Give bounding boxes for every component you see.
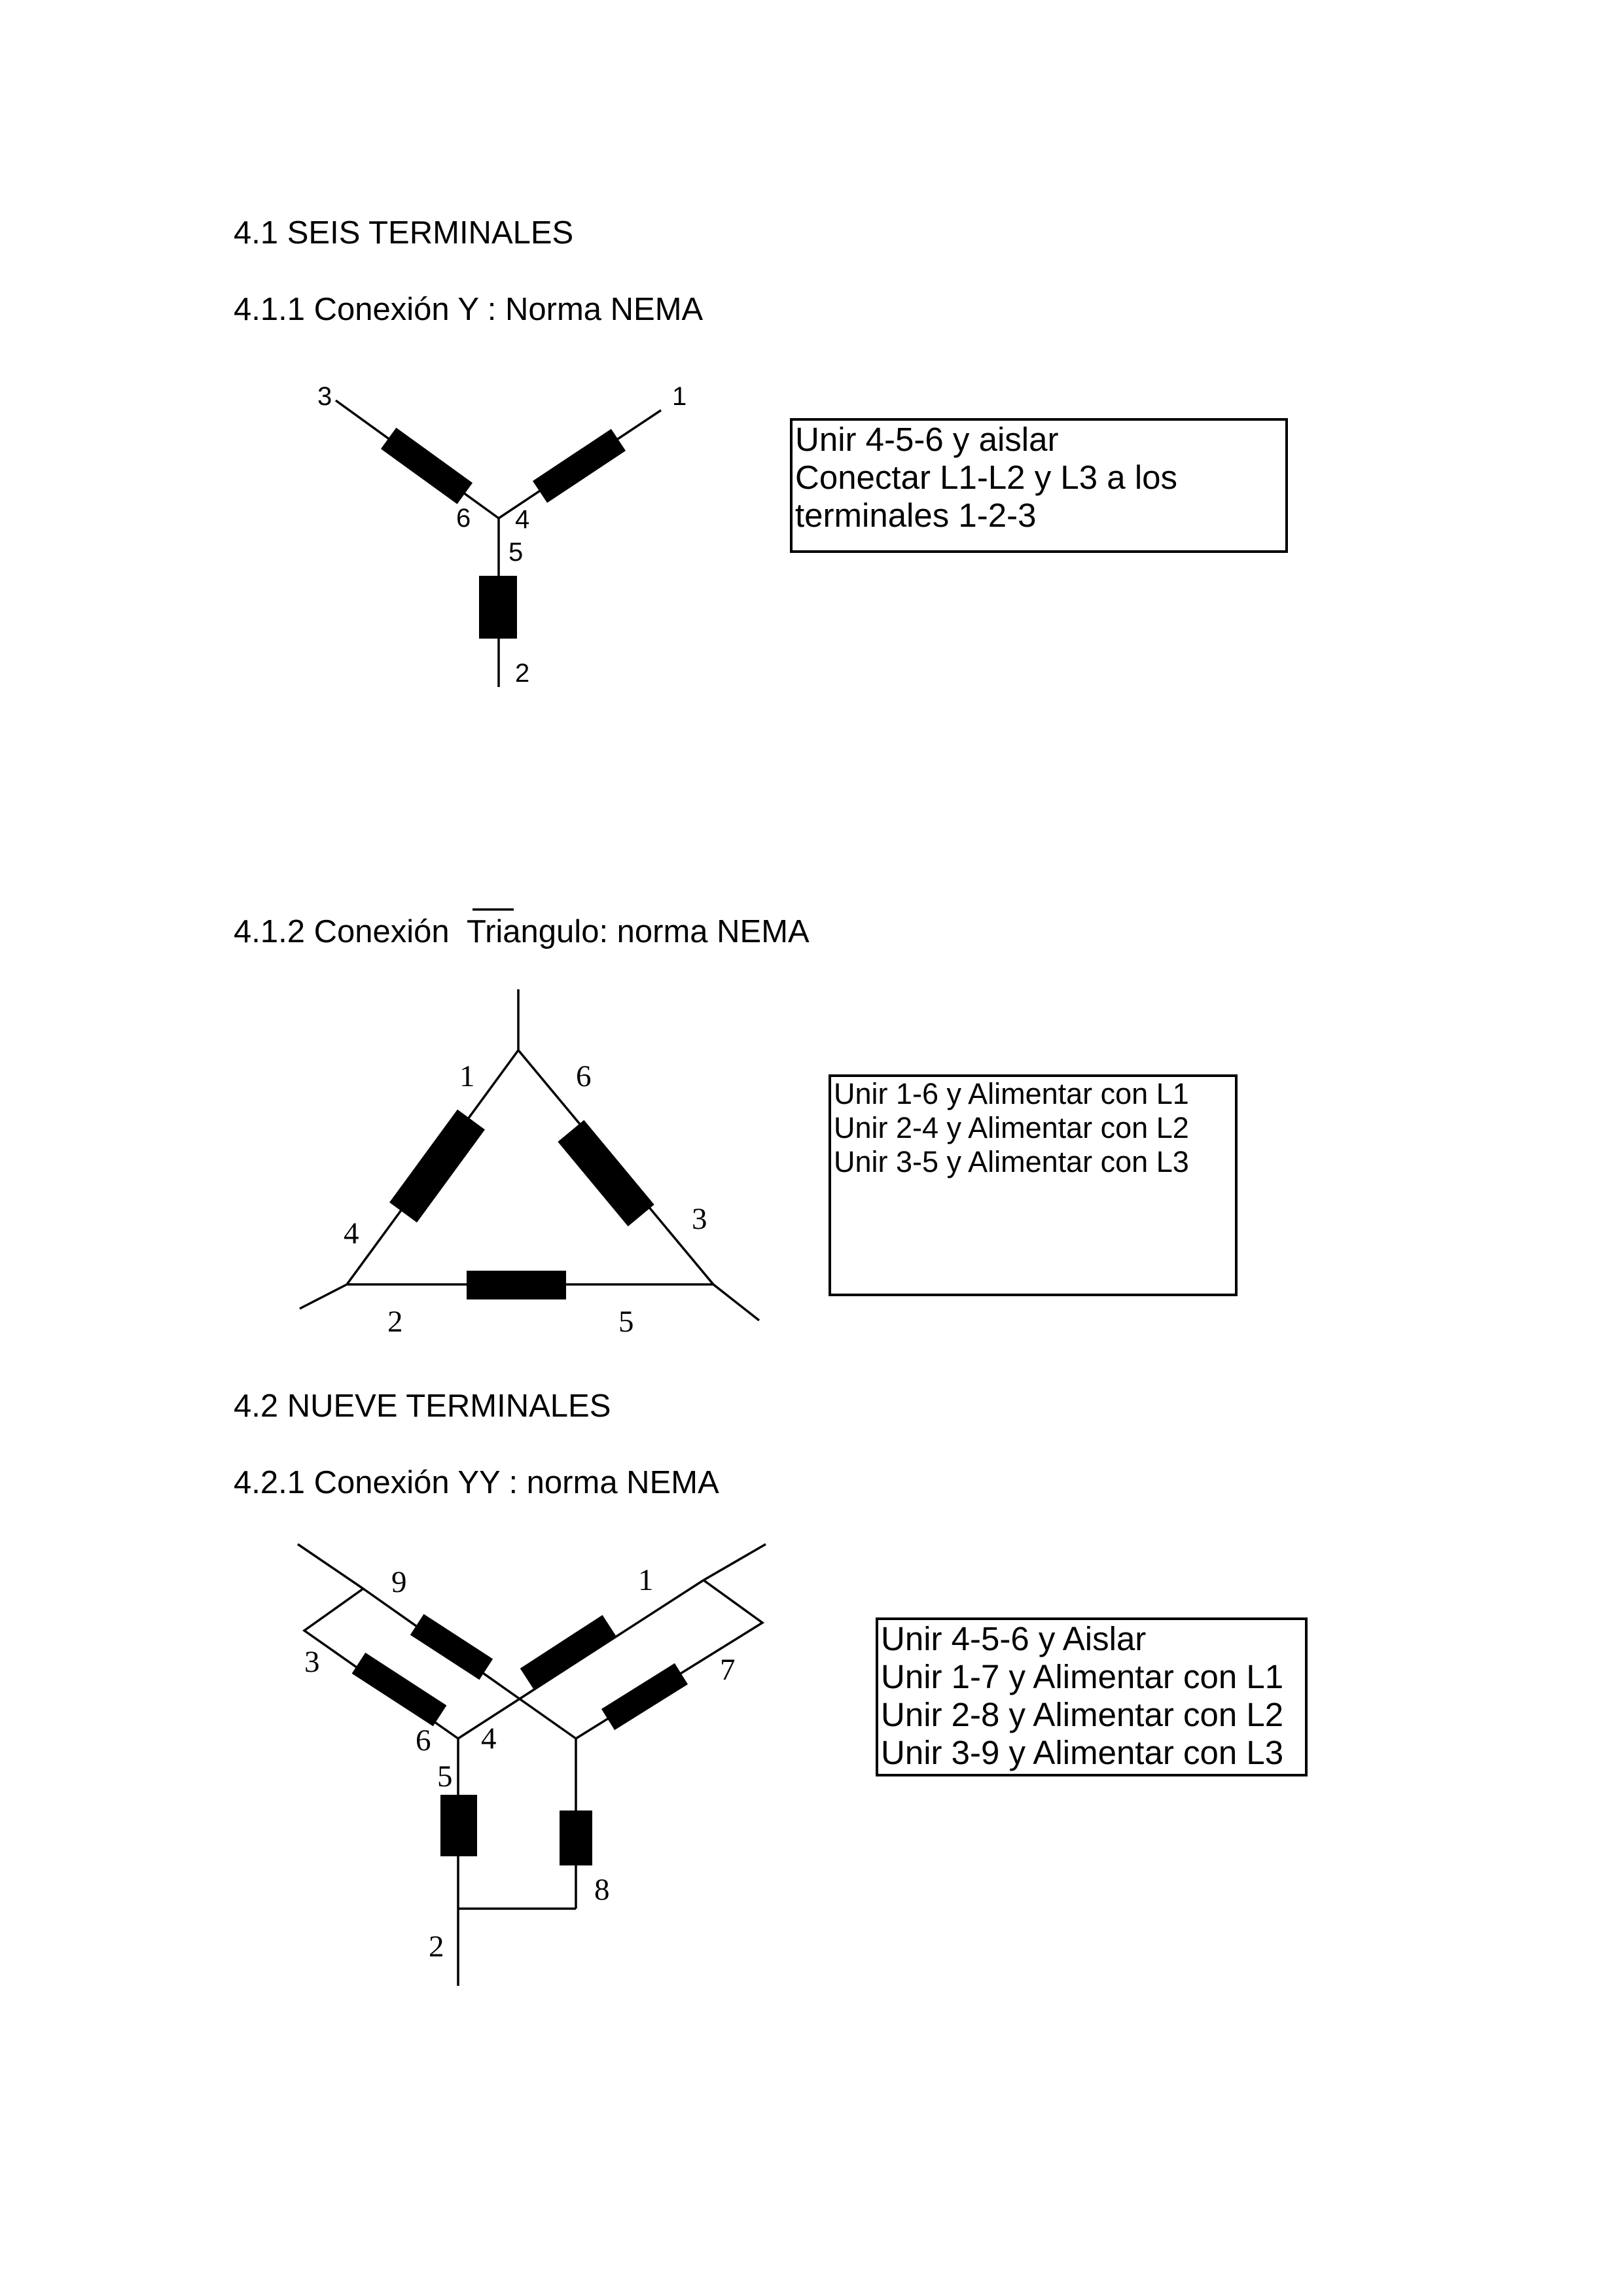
yy-terminal-6: 6 [416, 1723, 431, 1757]
note-line: Unir 2-4 y Alimentar con L2 [834, 1111, 1189, 1144]
delta-coil-1-4 [389, 1109, 485, 1223]
delta-symbol-overline [473, 908, 514, 911]
note-line: Unir 3-9 y Alimentar con L3 [881, 1734, 1284, 1771]
yy-connection-diagram: 1 2 3 4 5 6 7 8 9 [297, 1543, 766, 1986]
delta-terminal-3: 3 [692, 1202, 707, 1236]
yy-terminal-5: 5 [437, 1759, 453, 1793]
yy-coil-8 [560, 1810, 592, 1865]
yy-terminal-4: 4 [481, 1722, 497, 1756]
section-4-2-1-title: 4.2.1 Conexión YY : norma NEMA [234, 1465, 719, 1500]
section-4-1-2-title-prefix: 4.1.2 Conexión [234, 914, 450, 949]
y-coil-1-4 [532, 429, 626, 503]
delta-terminal-1: 1 [459, 1059, 475, 1093]
yy-lead-9 [297, 1543, 364, 1590]
yy-connection-notes: Unir 4-5-6 y Aislar Unir 1-7 y Alimentar… [876, 1617, 1308, 1776]
note-line: Unir 3-5 y Alimentar con L3 [834, 1145, 1189, 1178]
delta-connection-diagram: 1 2 3 4 5 6 [299, 989, 760, 1339]
delta-coil-6-3 [558, 1120, 654, 1227]
delta-terminal-2: 2 [387, 1305, 403, 1339]
note-line: Unir 4-5-6 y aislar [795, 421, 1059, 458]
yy-terminal-1: 1 [638, 1563, 654, 1597]
y-connection-diagram: 1 2 3 4 5 6 [317, 382, 687, 688]
y-terminal-3: 3 [317, 382, 332, 411]
section-4-1-2-title: 4.1.2 Conexión Triangulo: norma NEMA [234, 916, 810, 948]
delta-lead-right [712, 1283, 760, 1322]
y-coil-5-2 [479, 576, 517, 639]
yy-coil-5 [440, 1795, 477, 1856]
y-terminal-5: 5 [508, 538, 523, 567]
y-terminal-6: 6 [456, 504, 471, 533]
delta-terminal-5: 5 [618, 1305, 634, 1339]
section-4-1-1-title: 4.1.1 Conexión Y : Norma NEMA [234, 292, 704, 327]
note-line: Unir 1-6 y Alimentar con L1 [834, 1077, 1189, 1110]
y-connection-notes: Unir 4-5-6 y aislar Conectar L1-L2 y L3 … [790, 418, 1288, 553]
yy-coil-7 [601, 1663, 688, 1731]
delta-coil-2-5 [467, 1271, 566, 1299]
yy-terminal-2: 2 [429, 1930, 444, 1964]
note-line: terminales 1-2-3 [795, 497, 1037, 534]
yy-coil-9 [410, 1614, 493, 1680]
delta-lead-left [299, 1283, 348, 1310]
yy-coil-3 [351, 1652, 447, 1727]
yy-terminal-3: 3 [304, 1645, 320, 1679]
section-4-2-title: 4.2 NUEVE TERMINALES [234, 1388, 611, 1424]
note-line: Unir 2-8 y Alimentar con L2 [881, 1696, 1284, 1733]
delta-connection-notes: Unir 1-6 y Alimentar con L1 Unir 2-4 y A… [829, 1074, 1238, 1296]
y-terminal-1: 1 [672, 382, 687, 411]
note-line: Unir 1-7 y Alimentar con L1 [881, 1658, 1284, 1695]
y-terminal-4: 4 [515, 505, 529, 534]
yy-terminal-8: 8 [594, 1873, 610, 1907]
note-line: Unir 4-5-6 y Aislar [881, 1620, 1147, 1657]
yy-coil-1 [520, 1615, 616, 1689]
y-coil-3-6 [380, 427, 473, 504]
yy-arm-1-center [457, 1579, 704, 1740]
yy-terminal-7: 7 [720, 1653, 736, 1687]
delta-terminal-4: 4 [344, 1216, 359, 1250]
note-line: Conectar L1-L2 y L3 a los [795, 459, 1178, 496]
y-terminal-2: 2 [515, 659, 529, 688]
yy-terminal-9: 9 [391, 1565, 407, 1599]
yy-lead-1 [703, 1543, 766, 1581]
delta-terminal-6: 6 [576, 1059, 592, 1093]
section-4-1-2-title-suffix: Triangulo: norma NEMA [466, 914, 810, 949]
section-4-1-title: 4.1 SEIS TERMINALES [234, 215, 574, 251]
